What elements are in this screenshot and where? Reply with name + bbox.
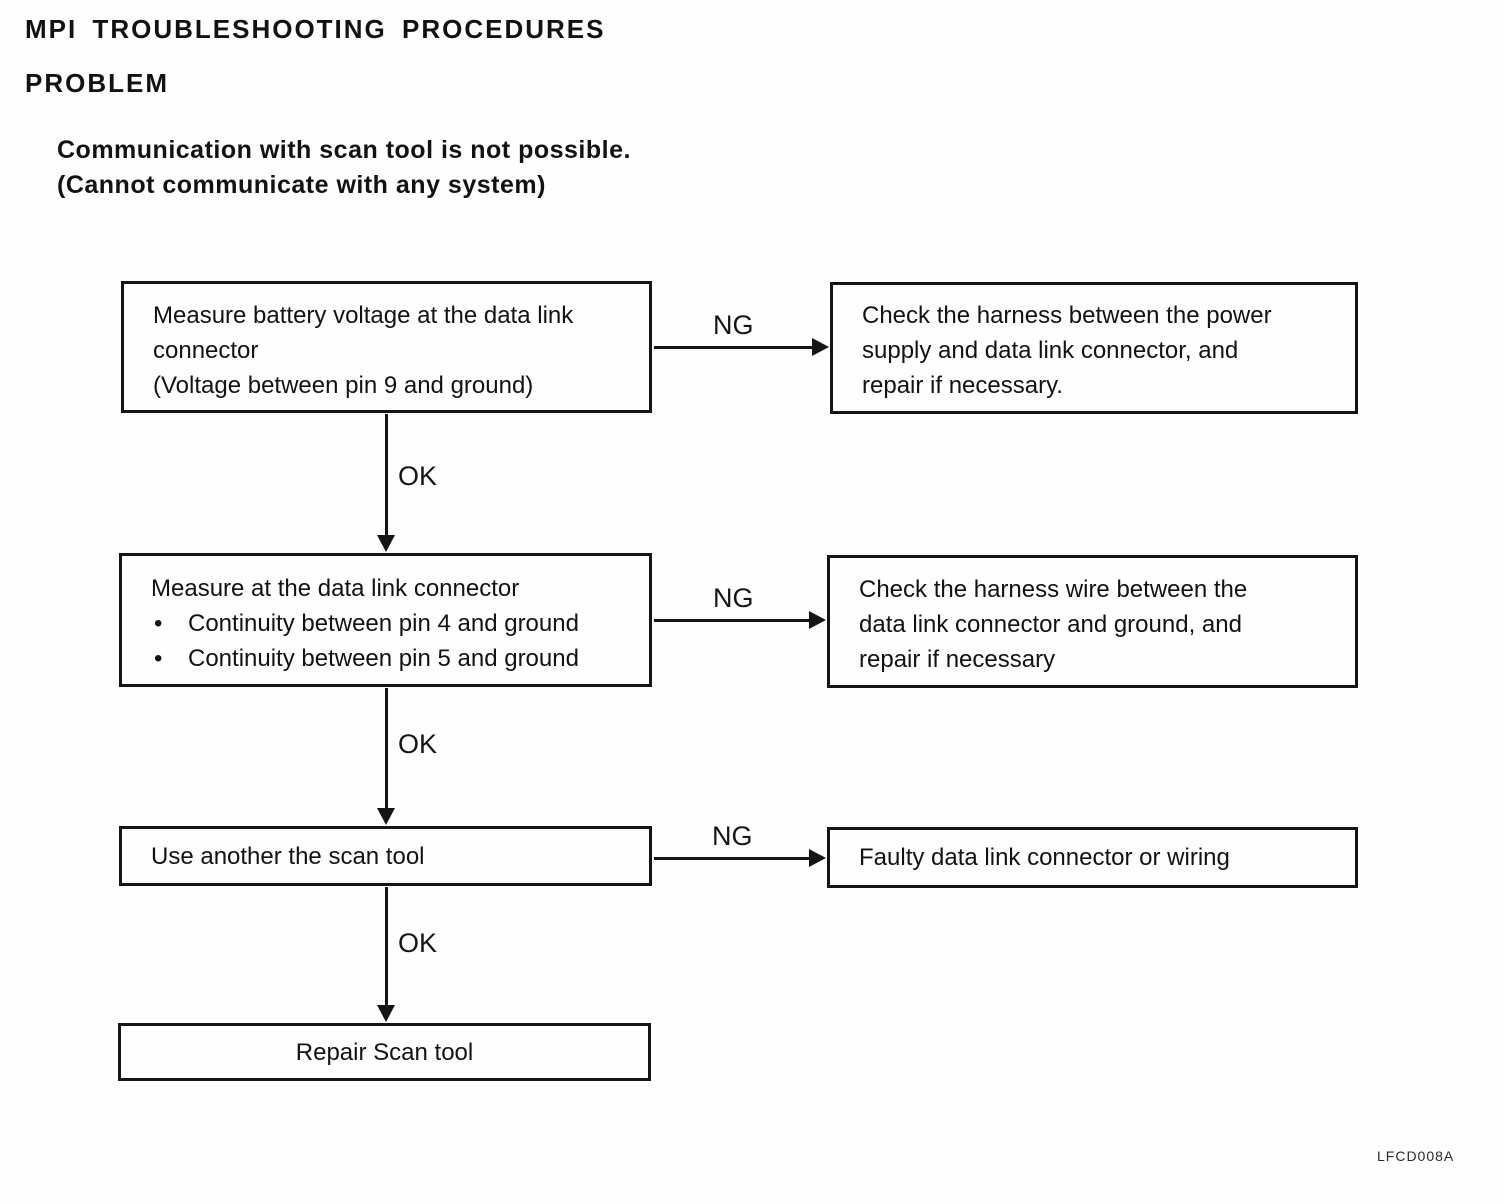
arrow-shaft: [385, 688, 388, 811]
arrow-head-right-icon: [812, 338, 829, 356]
step1-ok-label: OK: [398, 461, 438, 491]
step1-ok-arrow: [377, 414, 396, 552]
step1-ng-result-text: Check the harness between the power: [862, 302, 1272, 329]
arrow-head-down-icon: [377, 808, 395, 825]
step3-ok-label: OK: [398, 928, 438, 958]
bullet-icon: •: [154, 610, 163, 637]
step1-ng-result-box: Check the harness between the power supp…: [830, 282, 1358, 414]
page-title: MPI TROUBLESHOOTING PROCEDURES: [25, 14, 606, 44]
step2-ng-result-text: repair if necessary: [859, 646, 1056, 673]
final-result-text: Repair Scan tool: [295, 1038, 474, 1066]
step2-ng-result-text: data link connector and ground, and: [859, 611, 1242, 638]
step2-check-bullet-item: • Continuity between pin 5 and ground: [151, 641, 641, 676]
problem-statement-line-2: (Cannot communicate with any system): [57, 171, 546, 199]
step1-check-box: Measure battery voltage at the data link…: [121, 281, 652, 413]
bullet-icon: •: [154, 645, 163, 672]
problem-statement-line-1: Communication with scan tool is not poss…: [57, 136, 631, 164]
arrow-shaft: [654, 346, 815, 349]
step2-ok-arrow: [377, 688, 396, 825]
step3-ng-result-text: Faulty data link connector or wiring: [859, 844, 1230, 871]
step2-check-box: Measure at the data link connector • Con…: [119, 553, 652, 687]
arrow-head-down-icon: [377, 1005, 395, 1022]
step1-check-text: Measure battery voltage at the data link: [153, 302, 574, 329]
step2-check-bullet-item: • Continuity between pin 4 and ground: [151, 606, 641, 641]
step3-ng-arrow: [654, 849, 826, 868]
step2-ng-arrow: [654, 611, 826, 630]
step1-check-text: (Voltage between pin 9 and ground): [153, 372, 534, 399]
step2-check-bullet-text: Continuity between pin 5 and ground: [188, 645, 579, 672]
step3-check-box: Use another the scan tool: [119, 826, 652, 886]
section-heading-problem: PROBLEM: [25, 68, 169, 98]
arrow-shaft: [654, 619, 812, 622]
arrow-head-down-icon: [377, 535, 395, 552]
step3-ng-label: NG: [712, 821, 753, 851]
step2-check-heading: Measure at the data link connector: [151, 575, 520, 602]
step2-ng-label: NG: [713, 583, 754, 613]
step1-ng-arrow: [654, 338, 829, 357]
step2-check-bullet-text: Continuity between pin 4 and ground: [188, 610, 579, 637]
step3-ok-arrow: [377, 887, 396, 1022]
arrow-head-right-icon: [809, 849, 826, 867]
step1-ng-result-text: supply and data link connector, and: [862, 337, 1239, 364]
step1-ng-label: NG: [713, 310, 754, 340]
step1-check-text: connector: [153, 337, 259, 364]
step2-ng-result-box: Check the harness wire between the data …: [827, 555, 1358, 688]
step2-ng-result-text: Check the harness wire between the: [859, 576, 1248, 603]
arrow-shaft: [385, 887, 388, 1008]
step1-ng-result-text: repair if necessary.: [862, 372, 1063, 399]
step3-ng-result-box: Faulty data link connector or wiring: [827, 827, 1358, 888]
step3-check-text: Use another the scan tool: [151, 842, 425, 870]
figure-code: LFCD008A: [1377, 1148, 1455, 1164]
arrow-shaft: [654, 857, 812, 860]
arrow-shaft: [385, 414, 388, 538]
arrow-head-right-icon: [809, 611, 826, 629]
step2-ok-label: OK: [398, 729, 438, 759]
final-result-box: Repair Scan tool: [118, 1023, 651, 1081]
